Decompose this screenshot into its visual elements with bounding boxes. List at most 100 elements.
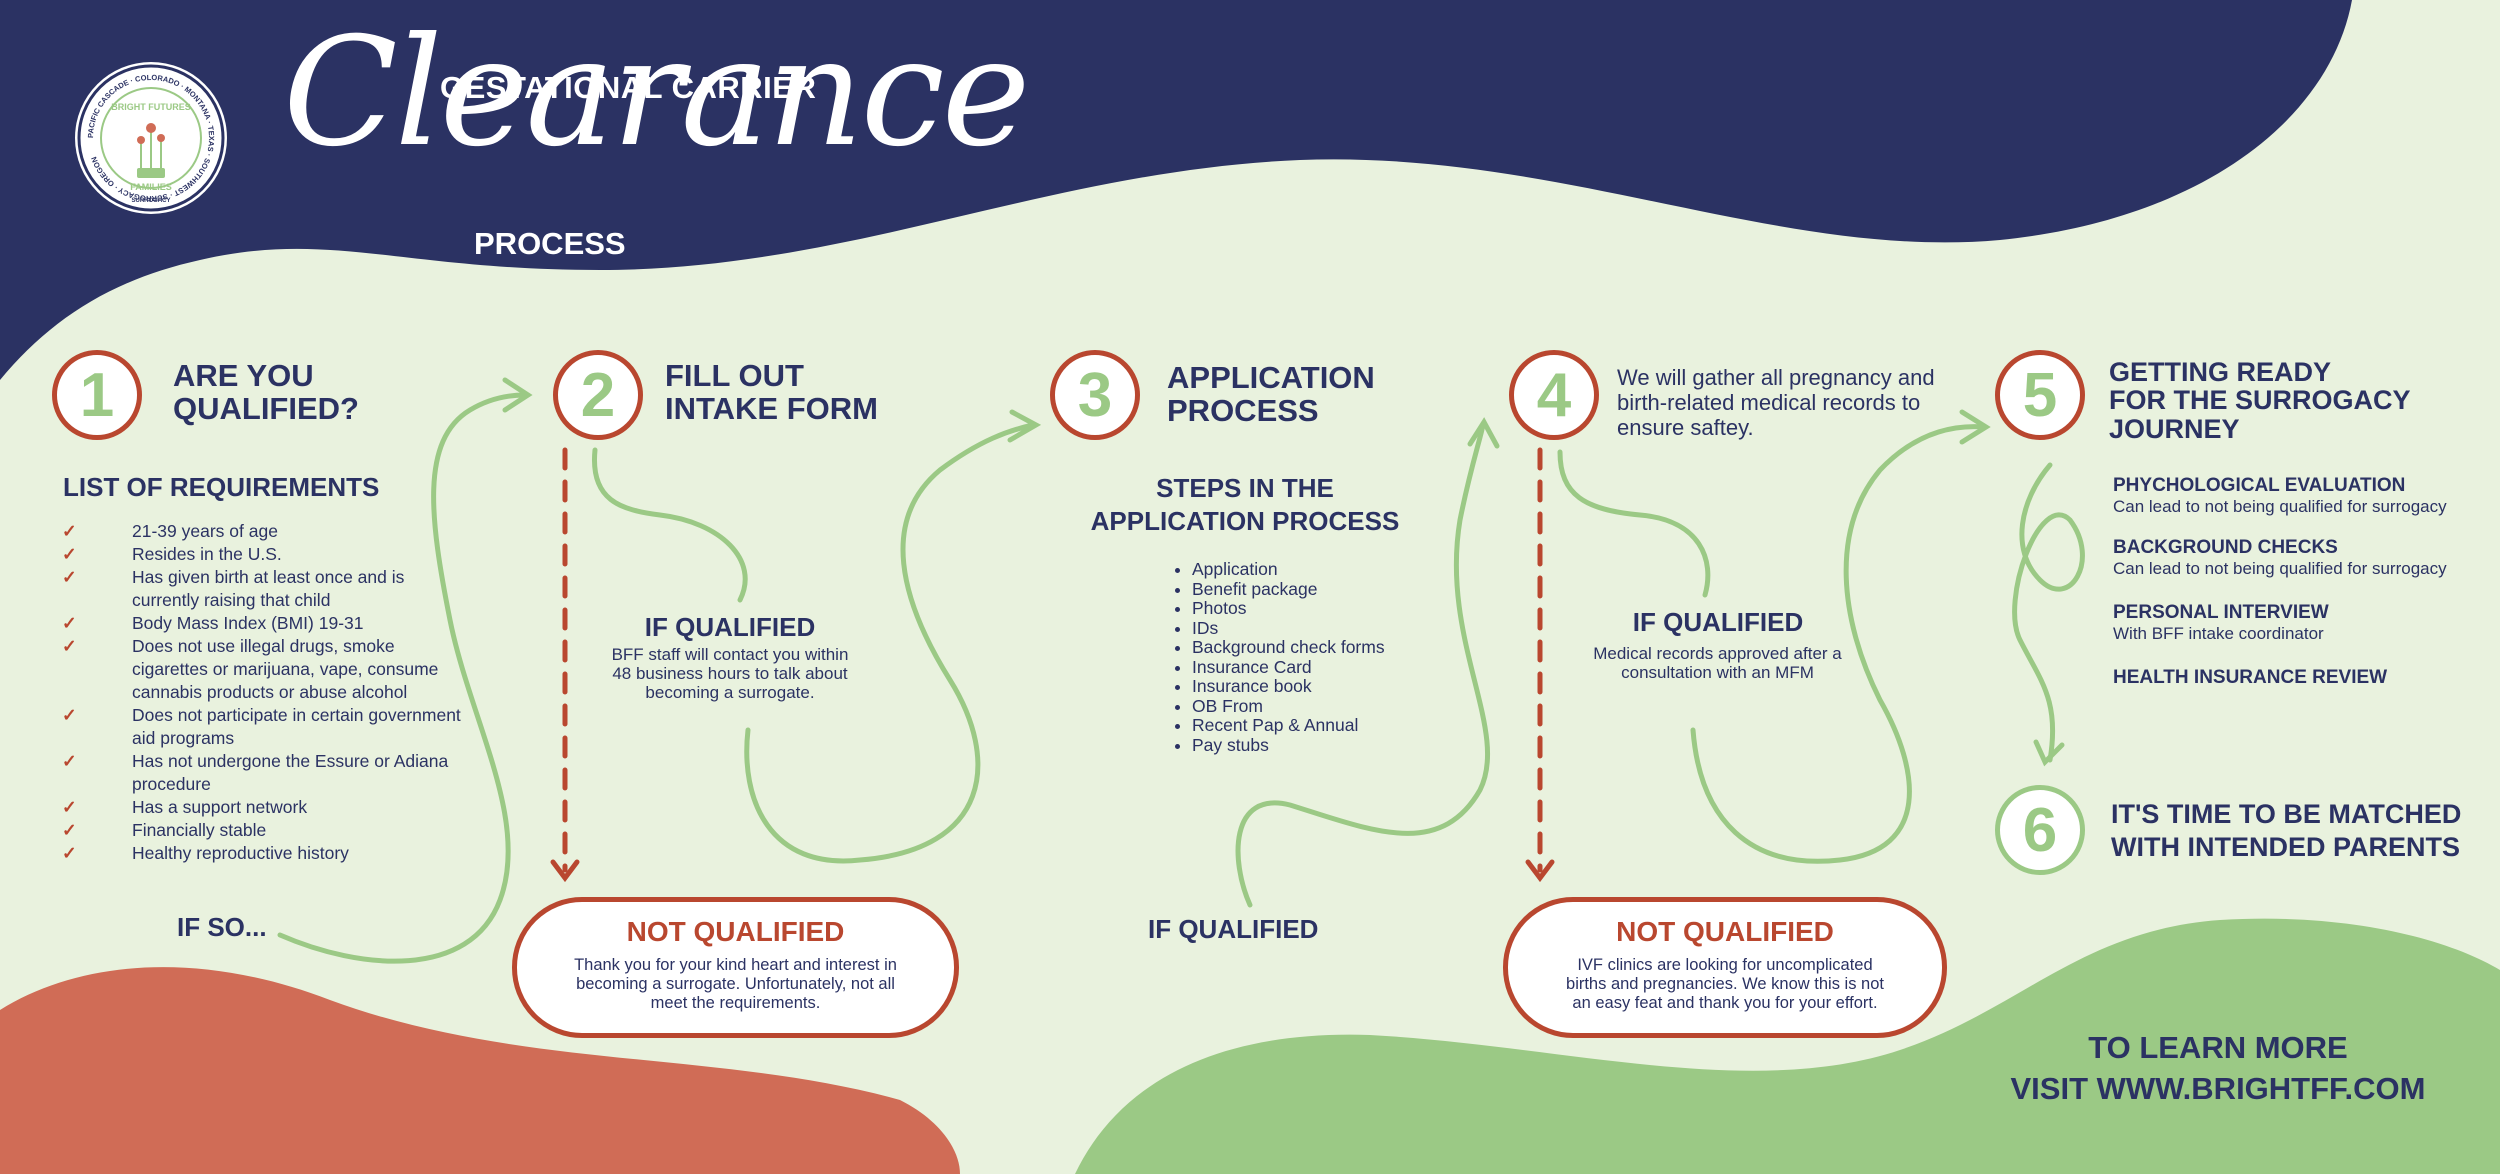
arrow-4-to-5 <box>1690 424 1988 864</box>
logo-tagline: SURROGACY <box>131 198 170 204</box>
check-icon: ✓ <box>62 613 77 633</box>
step-5-heading-line1: GETTING READY <box>2109 357 2332 387</box>
list-item: Application <box>1192 559 1412 580</box>
step-4-number: 4 <box>1509 350 1599 440</box>
step-4-not-qualified-title: NOT QUALIFIED <box>1616 916 1834 947</box>
step-2-number: 2 <box>553 350 643 440</box>
steps-title-line1: STEPS IN THE <box>1156 473 1334 503</box>
list-item: Insurance Card <box>1192 657 1412 678</box>
dashed-arrow-4-head <box>1525 859 1555 883</box>
step-4-qualified-text: Medical records approved after a consult… <box>1593 644 1842 682</box>
list-item: ✓Has a support network <box>62 797 308 817</box>
step-4-heading: We will gather all pregnancy and birth-r… <box>1617 365 1935 440</box>
arrow-1-to-2-head <box>502 377 533 413</box>
if-so-label: IF SO... <box>177 912 267 942</box>
step-6-number: 6 <box>1995 785 2085 875</box>
list-item: ✓Does not use illegal drugs, smoke cigar… <box>62 636 439 702</box>
coral-blob <box>0 967 960 1174</box>
list-item: ✓Has given birth at least once and is cu… <box>62 567 405 610</box>
step-1-number: 1 <box>52 350 142 440</box>
check-icon: ✓ <box>62 705 77 725</box>
step-3-number: 3 <box>1050 350 1140 440</box>
step-3-heading-line2: PROCESS <box>1167 392 1319 428</box>
step-2-not-qualified-box: NOT QUALIFIED Thank you for your kind he… <box>512 897 959 1038</box>
header-line3: PROCESS <box>474 226 626 261</box>
navy-wave <box>0 0 2352 380</box>
step-5-heading: GETTING READY FOR THE SURROGACY JOURNEY <box>2109 358 2411 443</box>
check-icon: ✓ <box>62 797 77 817</box>
step-2-heading: FILL OUT INTAKE FORM <box>665 358 878 425</box>
check-icon: ✓ <box>62 751 77 771</box>
arrow-3-to-4 <box>1235 422 1491 908</box>
step-3-if-qualified: IF QUALIFIED <box>1148 914 1319 944</box>
step-6-heading-line2: WITH INTENDED PARENTS <box>2111 832 2460 862</box>
logo-brand-bottom: FAMILIES <box>130 182 172 192</box>
requirements-list: ✓21-39 years of age ✓Resides in the U.S.… <box>62 520 472 865</box>
list-item: Insurance book <box>1192 676 1412 697</box>
list-item: Background check forms <box>1192 637 1412 658</box>
website-link[interactable]: VISIT WWW.BRIGHTFF.COM <box>2010 1071 2426 1106</box>
green-blob <box>1075 918 2500 1174</box>
learn-more: TO LEARN MORE VISIT WWW.BRIGHTFF.COM <box>2003 1027 2433 1109</box>
list-item: ✓Resides in the U.S. <box>62 544 282 564</box>
list-item: ✓Has not undergone the Essure or Adiana … <box>62 751 449 794</box>
step-3-heading-line1: APPLICATION <box>1167 360 1375 395</box>
check-icon: ✓ <box>62 567 77 587</box>
arrow-4-squiggle <box>1557 449 1711 598</box>
arrow-4-to-5-head <box>1959 409 1991 445</box>
heart-plant-icon <box>137 123 165 178</box>
list-item: ✓Does not participate in certain governm… <box>62 705 461 748</box>
requirements-title: LIST OF REQUIREMENTS <box>63 472 380 502</box>
arrow-5-to-6 <box>2012 462 2085 763</box>
list-item: IDs <box>1192 618 1412 639</box>
application-steps-list: Application Benefit package Photos IDs B… <box>1170 559 1412 756</box>
list-item: ✓Financially stable <box>62 820 267 840</box>
learn-more-line1: TO LEARN MORE <box>2088 1030 2348 1065</box>
arrow-5-to-6-head <box>2033 739 2065 767</box>
step-5-number: 5 <box>1995 350 2085 440</box>
step-5-heading-line3: JOURNEY <box>2109 413 2240 444</box>
arrow-2-to-3-head <box>1007 409 1042 443</box>
list-item: Benefit package <box>1192 579 1412 600</box>
check-icon: ✓ <box>62 843 77 863</box>
header-line1: GESTATIONAL CARRIER <box>440 70 817 105</box>
arrow-1-to-2 <box>277 392 528 964</box>
list-item: Recent Pap & Annual <box>1192 715 1412 736</box>
ready-item-background: BACKGROUND CHECKS Can lead to not being … <box>2113 537 2447 578</box>
list-item: Photos <box>1192 598 1412 619</box>
steps-title: STEPS IN THE APPLICATION PROCESS <box>1080 472 1410 538</box>
arrow-3-to-4-head <box>1467 417 1500 449</box>
check-icon: ✓ <box>62 636 77 656</box>
step-2-qualified-text: BFF staff will contact you within 48 bus… <box>611 645 849 702</box>
check-icon: ✓ <box>62 820 77 840</box>
logo-brand-top: BRIGHT FUTURES <box>111 102 191 112</box>
step-4-not-qualified-text: IVF clinics are looking for uncomplicate… <box>1566 956 1884 1012</box>
ready-item-interview: PERSONAL INTERVIEW With BFF intake coord… <box>2113 602 2329 643</box>
check-icon: ✓ <box>62 544 77 564</box>
step-4-qualified-title: IF QUALIFIED <box>1632 607 1804 637</box>
check-icon: ✓ <box>62 521 77 541</box>
ready-item-psych: PHYCHOLOGICAL EVALUATION Can lead to not… <box>2113 475 2447 516</box>
steps-title-line2: APPLICATION PROCESS <box>1090 506 1400 536</box>
step-2-qualified-title: IF QUALIFIED <box>644 612 816 642</box>
list-item: Pay stubs <box>1192 735 1412 756</box>
list-item: ✓Healthy reproductive history <box>62 843 349 863</box>
dashed-arrow-2-head <box>550 859 580 883</box>
step-2-heading-line1: FILL OUT <box>665 358 804 393</box>
arrow-2-squiggle <box>591 447 748 603</box>
step-3-heading: APPLICATION PROCESS <box>1167 360 1375 428</box>
arrow-2-to-3 <box>744 422 1036 864</box>
list-item: ✓21-39 years of age <box>62 521 278 541</box>
step-1-heading: ARE YOU QUALIFIED? <box>173 358 359 425</box>
list-item: OB From <box>1192 696 1412 717</box>
step-4-not-qualified-box: NOT QUALIFIED IVF clinics are looking fo… <box>1503 897 1947 1038</box>
header-script-title: Clearance <box>283 6 1030 180</box>
step-2-not-qualified-text: Thank you for your kind heart and intere… <box>574 956 897 1012</box>
ready-item-insurance: HEALTH INSURANCE REVIEW <box>2113 667 2388 688</box>
step-1-heading-line1: ARE YOU <box>173 358 314 393</box>
step-6-heading-line1: IT'S TIME TO BE MATCHED <box>2111 799 2462 829</box>
step-2-not-qualified-title: NOT QUALIFIED <box>626 916 845 947</box>
step-5-heading-line2: FOR THE SURROGACY <box>2109 385 2411 416</box>
list-item: ✓Body Mass Index (BMI) 19-31 <box>62 613 364 633</box>
